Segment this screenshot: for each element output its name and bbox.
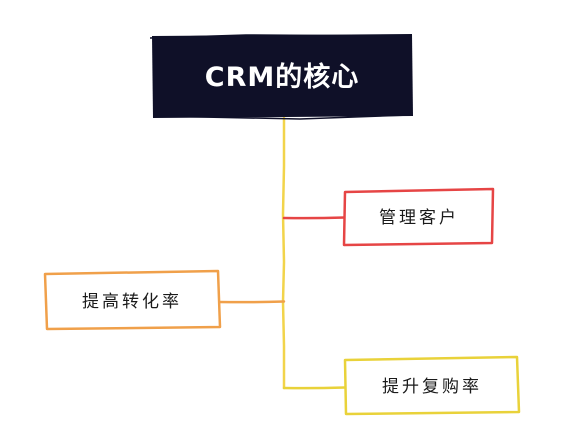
connector-improve-repurchase	[282, 386, 347, 390]
root-label: CRM的核心	[205, 61, 359, 93]
branch-box-manage-customers	[342, 187, 495, 247]
branch-box-improve-conversion	[43, 269, 222, 331]
root-box-top-edge	[149, 34, 413, 39]
root-box-bottom-edge	[154, 114, 411, 120]
branch-label-manage-customers: 管理客户	[379, 208, 459, 228]
branch-box-improve-repurchase	[343, 355, 521, 416]
branch-node-improve-conversion: 提高转化率	[43, 269, 222, 331]
root-node: CRM的核心	[149, 34, 413, 120]
branch-node-improve-repurchase: 提升复购率	[343, 355, 521, 416]
connector-improve-conversion	[217, 300, 286, 304]
connector-manage-customers	[282, 216, 347, 220]
root-box	[152, 34, 413, 118]
branch-label-improve-conversion: 提高转化率	[82, 292, 182, 312]
branch-label-improve-repurchase: 提升复购率	[382, 377, 482, 397]
branch-node-manage-customers: 管理客户	[342, 187, 495, 247]
trunk-connector	[281, 116, 286, 390]
